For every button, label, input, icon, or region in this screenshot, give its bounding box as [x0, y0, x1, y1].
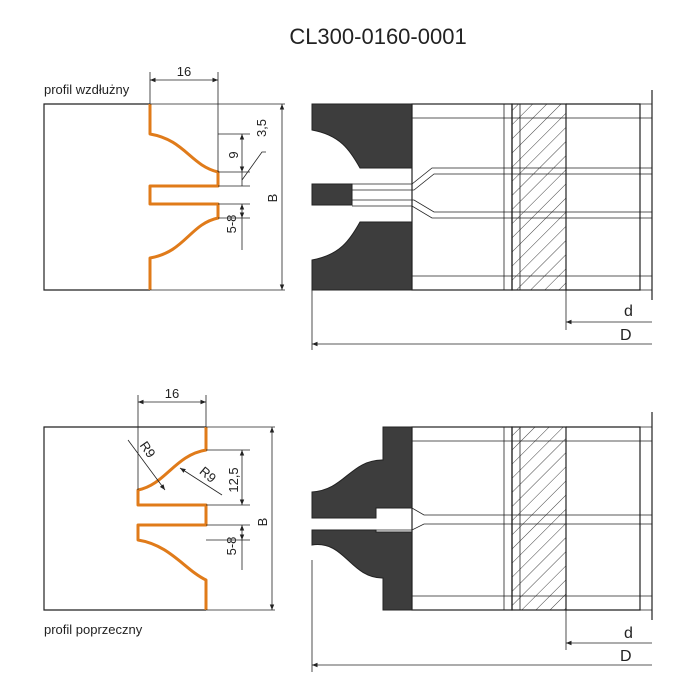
- drawing-title: CL300-0160-0001: [289, 24, 466, 49]
- top-dim-3-5: 3,5: [254, 119, 269, 137]
- top-dim-5-8: 5-8: [224, 215, 239, 234]
- top-dim-d: d: [624, 303, 633, 320]
- top-profile-view: profil wzdłużny 16 9 3,5 5-8 B: [43, 64, 285, 291]
- bottom-dim-R9-left: R9: [137, 438, 159, 460]
- top-dim-B: B: [265, 194, 280, 203]
- bottom-dim-12-5: 12,5: [226, 467, 241, 492]
- bottom-tool-view: d D: [311, 412, 653, 672]
- top-tool-view: d D: [311, 90, 653, 350]
- bottom-dim-B: B: [255, 518, 270, 527]
- bottom-dim-R9-right: R9: [197, 463, 219, 485]
- bottom-profile-label: profil poprzeczny: [44, 622, 143, 637]
- top-dim-D: D: [620, 327, 632, 344]
- top-profile-label: profil wzdłużny: [44, 82, 130, 97]
- top-dim-9: 9: [226, 151, 241, 158]
- top-dim-width: 16: [177, 64, 191, 79]
- bottom-profile-view: 16 R9 R9 12,5 5-8 B profil poprzeczny: [43, 386, 275, 637]
- bottom-dim-d: d: [624, 625, 633, 642]
- bottom-dim-5-8: 5-8: [224, 537, 239, 556]
- bottom-dim-D: D: [620, 648, 632, 665]
- bottom-dim-width: 16: [165, 386, 179, 401]
